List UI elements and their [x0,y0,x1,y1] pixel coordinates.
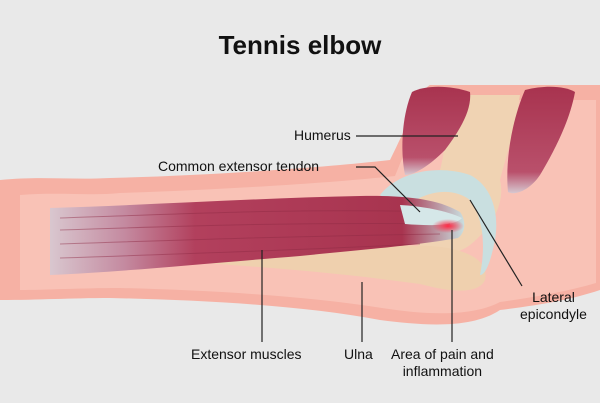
inflammation-spot [432,219,464,233]
label-area-of-pain: Area of pain and inflammation [391,346,494,380]
label-ulna: Ulna [344,346,373,362]
upper-arm-muscle-1 [402,86,471,175]
label-pain-line2: inflammation [402,363,483,379]
extensor-muscle-bundle [50,195,465,275]
page-title: Tennis elbow [218,30,382,60]
label-lateral-line2: epicondyle [520,306,587,322]
label-lateral-line1: Lateral [532,289,575,305]
label-lateral-epicondyle: Lateral epicondyle [520,289,587,323]
upper-arm-muscle-2 [507,86,575,194]
tendon-sheath [380,170,497,275]
label-extensor-muscles: Extensor muscles [191,346,302,362]
leader-lateral [469,199,523,287]
leader-tendon [356,166,421,213]
label-humerus: Humerus [294,127,351,143]
label-common-extensor-tendon: Common extensor tendon [158,158,320,174]
label-pain-line1: Area of pain and [391,346,494,362]
